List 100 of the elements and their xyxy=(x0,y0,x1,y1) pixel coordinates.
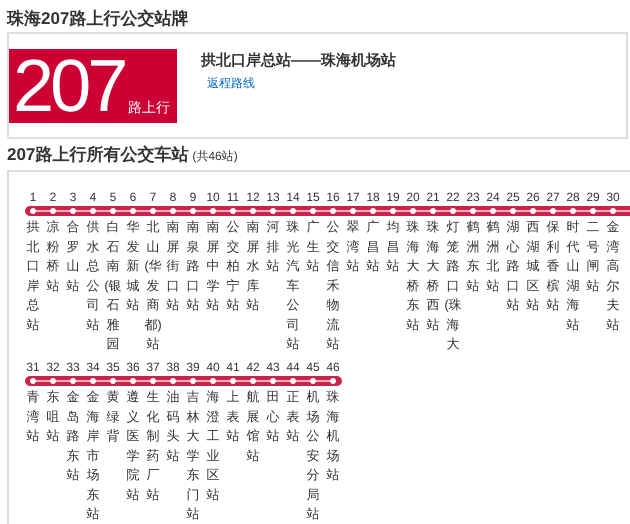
stop-name: 均昌站 xyxy=(386,218,400,275)
stop-number: 4 xyxy=(88,189,98,205)
stop-name: 供水总公司站 xyxy=(86,218,100,334)
stop-number: 15 xyxy=(305,189,321,205)
stop-number: 9 xyxy=(188,189,198,205)
stop-number: 35 xyxy=(105,359,121,375)
stop-name: 金岛路东站 xyxy=(66,388,80,484)
stop-number: 40 xyxy=(205,359,221,375)
stop-name: 翠湾站 xyxy=(346,218,360,275)
stop-name: 南屏水库站 xyxy=(246,218,260,314)
stop-name: 航展馆站 xyxy=(246,388,260,464)
stop-number: 20 xyxy=(405,189,421,205)
stop-number: 18 xyxy=(365,189,381,205)
stop-name: 南屏中学站 xyxy=(206,218,220,314)
stop-number: 41 xyxy=(225,359,241,375)
stop-name: 青湾站 xyxy=(26,388,40,445)
stop-name: 油码头站 xyxy=(166,388,180,464)
stop-number: 27 xyxy=(545,189,561,205)
stop-name: 合罗山站 xyxy=(66,218,80,294)
stop-name: 遵义医学院站 xyxy=(126,388,140,504)
stop-number: 33 xyxy=(65,359,81,375)
stop-number: 42 xyxy=(245,359,261,375)
stop-number: 5 xyxy=(108,189,118,205)
stop-name: 时代山湖海站 xyxy=(566,218,580,334)
stop-name: 北山(华发商都)站 xyxy=(143,218,163,353)
route-number: 207 xyxy=(13,49,124,123)
stop-name: 珠海大桥东站 xyxy=(406,218,420,334)
stop-name: 公交柏宁站 xyxy=(226,218,240,314)
stop-number: 11 xyxy=(226,189,240,205)
stop-name: 生化制药厂站 xyxy=(146,388,160,504)
stop-name: 白石南(银石雅园 xyxy=(103,218,123,353)
stop-number: 37 xyxy=(145,359,161,375)
section-heading: 207路上行所有公交车站 xyxy=(7,144,188,166)
stop-number: 38 xyxy=(165,359,181,375)
stop-name: 黄绿背 xyxy=(106,388,120,445)
stop-name: 广昌站 xyxy=(366,218,380,275)
stop-name: 珠海大桥西站 xyxy=(426,218,440,334)
stop-name: 鹤洲东站 xyxy=(466,218,480,294)
stop-name: 正表站 xyxy=(286,388,300,445)
stop-number: 44 xyxy=(285,359,301,375)
stop-number: 36 xyxy=(125,359,141,375)
stop-number: 6 xyxy=(128,189,138,205)
stop-number: 28 xyxy=(565,189,581,205)
stop-count: (共46站) xyxy=(192,149,238,163)
stop-number: 25 xyxy=(505,189,521,205)
stop-number: 26 xyxy=(525,189,541,205)
stop-name: 华发新城站 xyxy=(126,218,140,314)
stop-number: 29 xyxy=(585,189,601,205)
stop-number: 46 xyxy=(325,359,341,375)
stop-number: 12 xyxy=(245,189,261,205)
stop-number: 21 xyxy=(425,189,441,205)
route-badge xyxy=(9,49,177,123)
stop-name: 海澄工业区站 xyxy=(206,388,220,504)
stop-name: 河排站 xyxy=(266,218,280,275)
stop-number: 30 xyxy=(605,189,621,205)
stop-name: 机场公安分局站 xyxy=(306,388,320,523)
page-title: 珠海207路上行公交站牌 xyxy=(7,8,188,30)
stop-name: 珠光汽车公司站 xyxy=(286,218,300,353)
stop-number: 14 xyxy=(285,189,301,205)
stop-name: 湖心路口站 xyxy=(505,218,520,314)
stop-number: 1 xyxy=(28,189,38,205)
stop-number: 16 xyxy=(325,189,341,205)
stop-name: 西湖城区站 xyxy=(526,218,540,314)
stop-number: 8 xyxy=(168,189,178,205)
stop-name: 上表站 xyxy=(226,388,240,445)
stop-number: 31 xyxy=(25,359,41,375)
stop-number: 43 xyxy=(265,359,281,375)
stop-name: 南屏街口站 xyxy=(166,218,180,314)
route-endpoints: 拱北口岸总站——珠海机场站 xyxy=(201,52,396,70)
stop-number: 23 xyxy=(465,189,481,205)
route-panel xyxy=(7,32,628,139)
stop-name: 南泉路口站 xyxy=(186,218,200,314)
stop-number: 39 xyxy=(185,359,201,375)
stop-number: 22 xyxy=(445,189,461,205)
stop-number: 7 xyxy=(148,189,158,205)
stop-number: 45 xyxy=(305,359,321,375)
stop-number: 24 xyxy=(485,189,501,205)
stop-name: 吉林大学东门站 xyxy=(186,388,200,523)
stop-number: 19 xyxy=(385,189,401,205)
stop-name: 金海岸市场东站 xyxy=(86,388,100,523)
stop-name: 公交信禾物流站 xyxy=(326,218,340,353)
stop-name: 广生站 xyxy=(306,218,320,275)
stop-name: 田心站 xyxy=(265,388,280,445)
stop-name: 灯笼路口(珠海大 xyxy=(443,218,463,353)
stop-number: 13 xyxy=(265,189,281,205)
stop-name: 二号闸站 xyxy=(586,218,600,294)
stop-number: 3 xyxy=(68,189,78,205)
stop-number: 2 xyxy=(48,189,58,205)
stop-name: 珠海机场站 xyxy=(326,388,340,484)
stop-number: 17 xyxy=(345,189,361,205)
stop-number: 34 xyxy=(85,359,101,375)
stop-name: 保利香槟站 xyxy=(546,218,560,314)
return-route-link: 返程路线 xyxy=(207,76,255,90)
stop-name: 鹤洲北站 xyxy=(486,218,500,294)
stop-name: 拱北口岸总站 xyxy=(26,218,40,334)
stop-name: 凉粉桥站 xyxy=(46,218,60,294)
stop-name: 东咀站 xyxy=(46,388,60,445)
stop-name: 金湾高尔夫站 xyxy=(606,218,620,334)
stop-number: 32 xyxy=(45,359,61,375)
direction-text: 路上行 xyxy=(128,99,170,115)
